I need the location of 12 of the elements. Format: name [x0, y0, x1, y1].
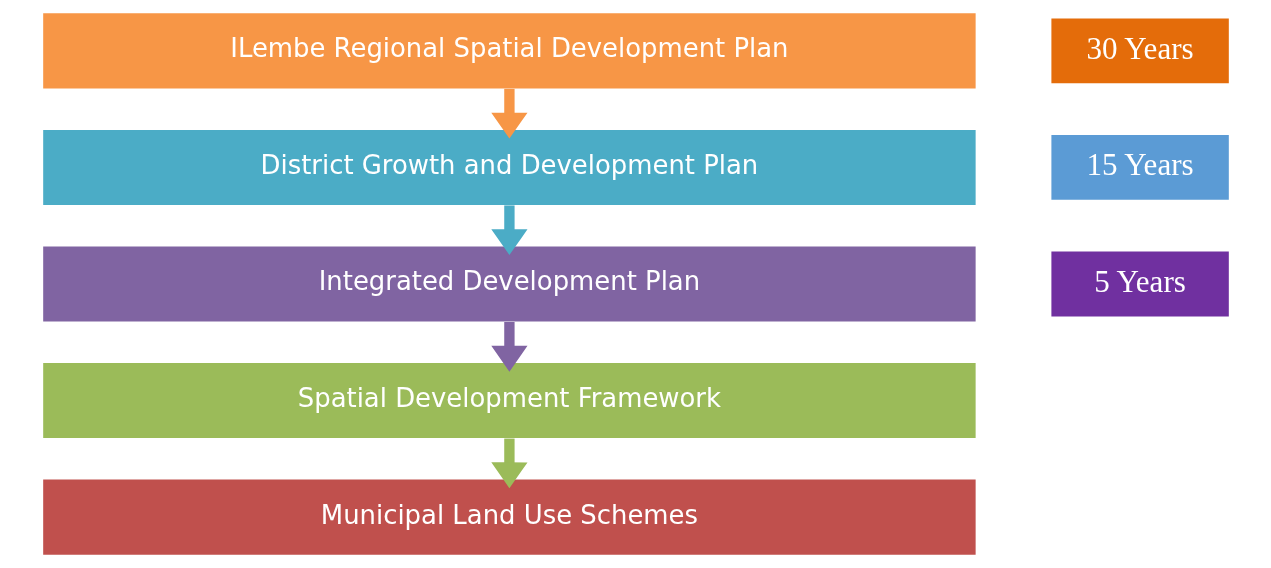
node-box: Municipal Land Use Schemes [42, 479, 976, 555]
node-box: Spatial Development Framework [42, 363, 976, 439]
node-box: 30 Years [1050, 18, 1229, 84]
arrow [490, 88, 528, 139]
node-box: District Growth and Development Plan [42, 129, 976, 205]
arrow [490, 205, 527, 256]
arrow [490, 322, 527, 372]
node-box: 15 Years [1050, 135, 1229, 200]
arrow [490, 438, 528, 489]
node-box: 5 Years [1050, 251, 1229, 317]
node-box: ILembe Regional Spatial Development Plan [42, 13, 976, 89]
node-box: Integrated Development Plan [42, 246, 976, 322]
